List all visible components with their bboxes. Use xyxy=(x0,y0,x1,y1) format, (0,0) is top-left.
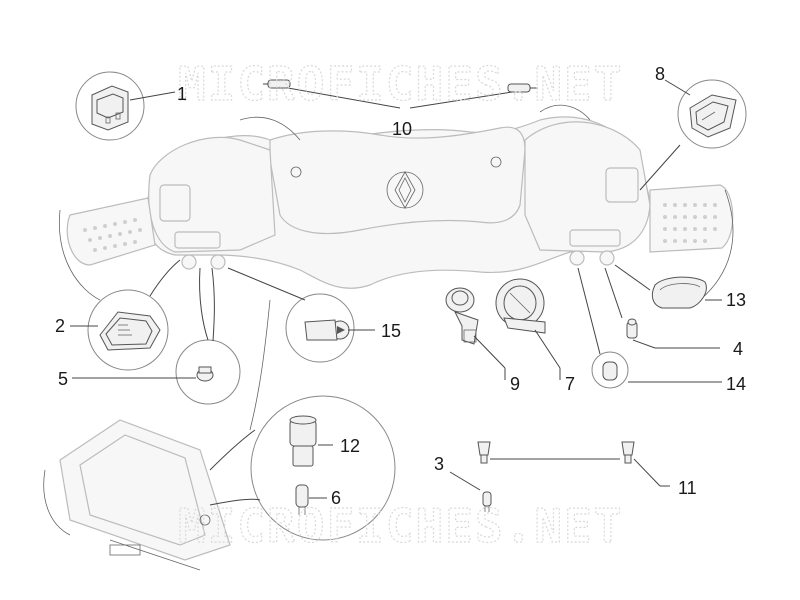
part-3-bulb xyxy=(449,471,492,512)
callout-8: 8 xyxy=(655,64,665,84)
callout-10: 10 xyxy=(392,119,412,139)
callout-7: 7 xyxy=(565,374,575,394)
part-15-socket xyxy=(227,267,375,363)
part-6-bulb xyxy=(295,484,327,515)
callout-4: 4 xyxy=(733,339,743,359)
part-5-bulb xyxy=(72,366,214,382)
part-2-switch-plate xyxy=(70,311,161,351)
instrument-cluster-ghost xyxy=(43,419,231,571)
callout-6: 6 xyxy=(331,488,341,508)
callout-3: 3 xyxy=(434,454,444,474)
callout-13: 13 xyxy=(726,290,746,310)
callout-1: 1 xyxy=(177,84,187,104)
watermark-top: MICROFICHES.NET xyxy=(178,57,623,111)
callout-12: 12 xyxy=(340,436,360,456)
callout-14: 14 xyxy=(726,374,746,394)
part-4-bulb xyxy=(604,267,720,349)
inset-circle-12-6 xyxy=(209,395,396,541)
part-7-cup xyxy=(495,278,561,380)
callout-9: 9 xyxy=(510,374,520,394)
callout-5: 5 xyxy=(58,369,68,389)
handlebar-cover-ghost xyxy=(58,104,734,431)
inset-circle-5 xyxy=(175,267,241,405)
part-9-lamp-holder xyxy=(445,287,506,380)
part-8-switch xyxy=(639,79,747,191)
part-13-lens xyxy=(614,264,722,309)
callout-2: 2 xyxy=(55,316,65,336)
callout-15: 15 xyxy=(381,321,401,341)
watermark-bottom: MICROFICHES.NET xyxy=(178,499,623,553)
part-14-bulb xyxy=(577,267,722,389)
part-10-bulbs xyxy=(263,79,538,109)
part-11-bulbs xyxy=(477,441,670,487)
part-12-bulb xyxy=(289,415,333,467)
callout-11: 11 xyxy=(678,478,697,498)
part-1-switch xyxy=(75,71,176,141)
